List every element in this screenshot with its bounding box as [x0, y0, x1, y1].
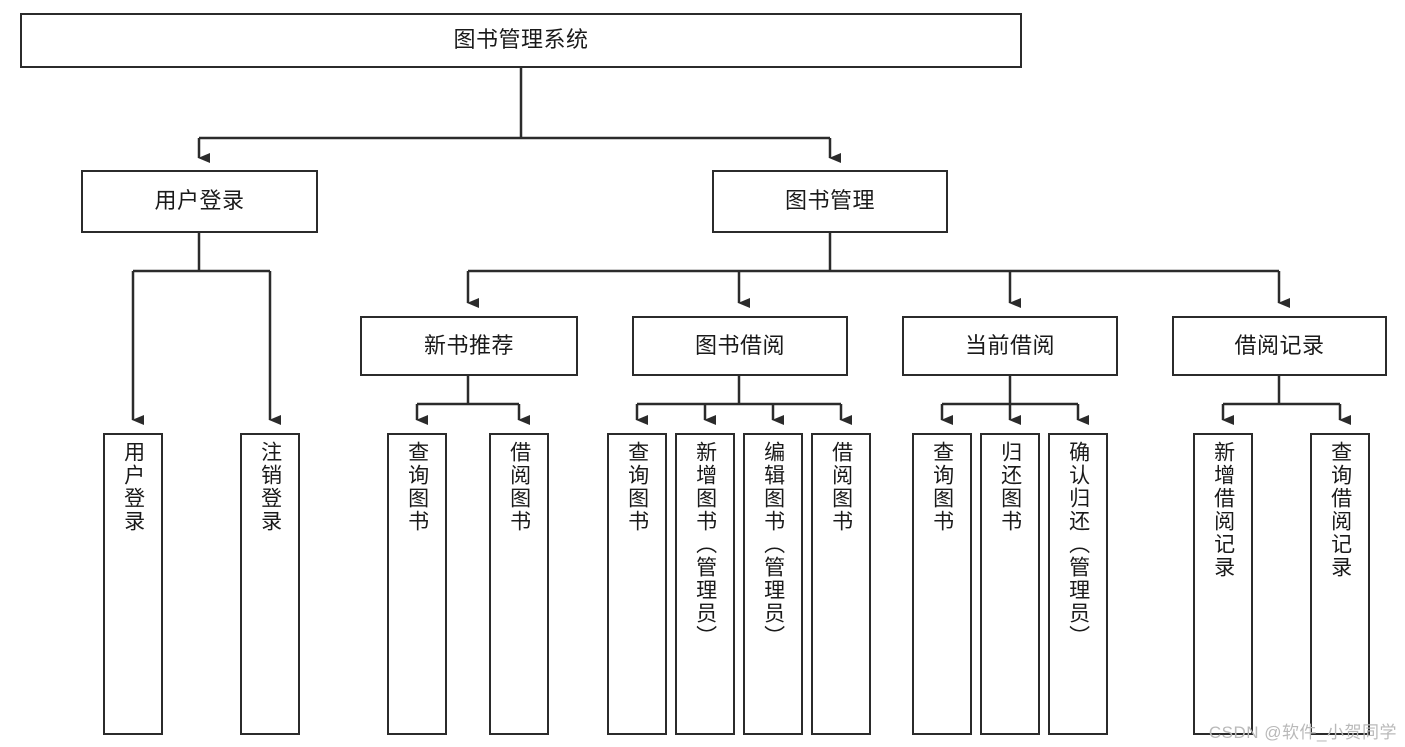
node-leaf-return-book-label: 归还图书 — [998, 441, 1022, 533]
node-book-manage-label: 图书管理 — [784, 188, 875, 214]
node-leaf-logout-label: 注销登录 — [258, 441, 282, 533]
node-current-borrow-label: 当前借阅 — [964, 332, 1055, 358]
node-leaf-borrow-book-1[interactable]: 借阅图书 — [489, 433, 549, 735]
node-leaf-query-book-3[interactable]: 查询图书 — [912, 433, 972, 735]
node-leaf-query-book-1-label: 查询图书 — [405, 441, 429, 533]
node-leaf-user-login-label: 用户登录 — [121, 441, 145, 533]
edge-group-root — [197, 68, 841, 163]
node-leaf-query-record-label: 查询借阅记录 — [1328, 441, 1352, 579]
node-book-borrow[interactable]: 图书借阅 — [632, 316, 848, 376]
node-user-login[interactable]: 用户登录 — [81, 170, 318, 233]
node-root[interactable]: 图书管理系统 — [20, 13, 1022, 68]
edge-group-book-borrow — [635, 376, 852, 425]
node-leaf-borrow-book-2[interactable]: 借阅图书 — [811, 433, 871, 735]
node-leaf-add-record-label: 新增借阅记录 — [1211, 441, 1235, 579]
edge-group-book-manage — [466, 233, 1290, 308]
node-leaf-add-record[interactable]: 新增借阅记录 — [1193, 433, 1253, 735]
node-leaf-confirm-return-label: 确认归还（管理员） — [1066, 441, 1090, 648]
edge-group-new-book-rec — [415, 376, 530, 425]
node-leaf-add-book-label: 新增图书（管理员） — [693, 441, 717, 648]
node-current-borrow[interactable]: 当前借阅 — [902, 316, 1118, 376]
node-leaf-query-book-3-label: 查询图书 — [930, 441, 954, 533]
node-leaf-query-record[interactable]: 查询借阅记录 — [1310, 433, 1370, 735]
edge-group-current-borrow — [940, 376, 1089, 425]
node-leaf-query-book-2[interactable]: 查询图书 — [607, 433, 667, 735]
node-new-book-rec[interactable]: 新书推荐 — [360, 316, 578, 376]
node-leaf-borrow-book-2-label: 借阅图书 — [829, 441, 853, 533]
node-leaf-confirm-return[interactable]: 确认归还（管理员） — [1048, 433, 1108, 735]
node-leaf-return-book[interactable]: 归还图书 — [980, 433, 1040, 735]
node-leaf-query-book-2-label: 查询图书 — [625, 441, 649, 533]
node-user-login-label: 用户登录 — [154, 188, 245, 214]
node-borrow-record[interactable]: 借阅记录 — [1172, 316, 1387, 376]
node-borrow-record-label: 借阅记录 — [1234, 332, 1325, 358]
node-leaf-logout[interactable]: 注销登录 — [240, 433, 300, 735]
node-root-label: 图书管理系统 — [453, 27, 589, 53]
node-leaf-edit-book-label: 编辑图书（管理员） — [761, 441, 785, 648]
node-leaf-query-book-1[interactable]: 查询图书 — [387, 433, 447, 735]
edge-group-user-login — [131, 233, 281, 425]
node-leaf-add-book[interactable]: 新增图书（管理员） — [675, 433, 735, 735]
node-leaf-borrow-book-1-label: 借阅图书 — [507, 441, 531, 533]
node-new-book-rec-label: 新书推荐 — [423, 332, 514, 358]
node-book-borrow-label: 图书借阅 — [694, 332, 785, 358]
node-leaf-edit-book[interactable]: 编辑图书（管理员） — [743, 433, 803, 735]
node-leaf-user-login[interactable]: 用户登录 — [103, 433, 163, 735]
node-book-manage[interactable]: 图书管理 — [712, 170, 948, 233]
edge-group-borrow-record — [1221, 376, 1351, 425]
